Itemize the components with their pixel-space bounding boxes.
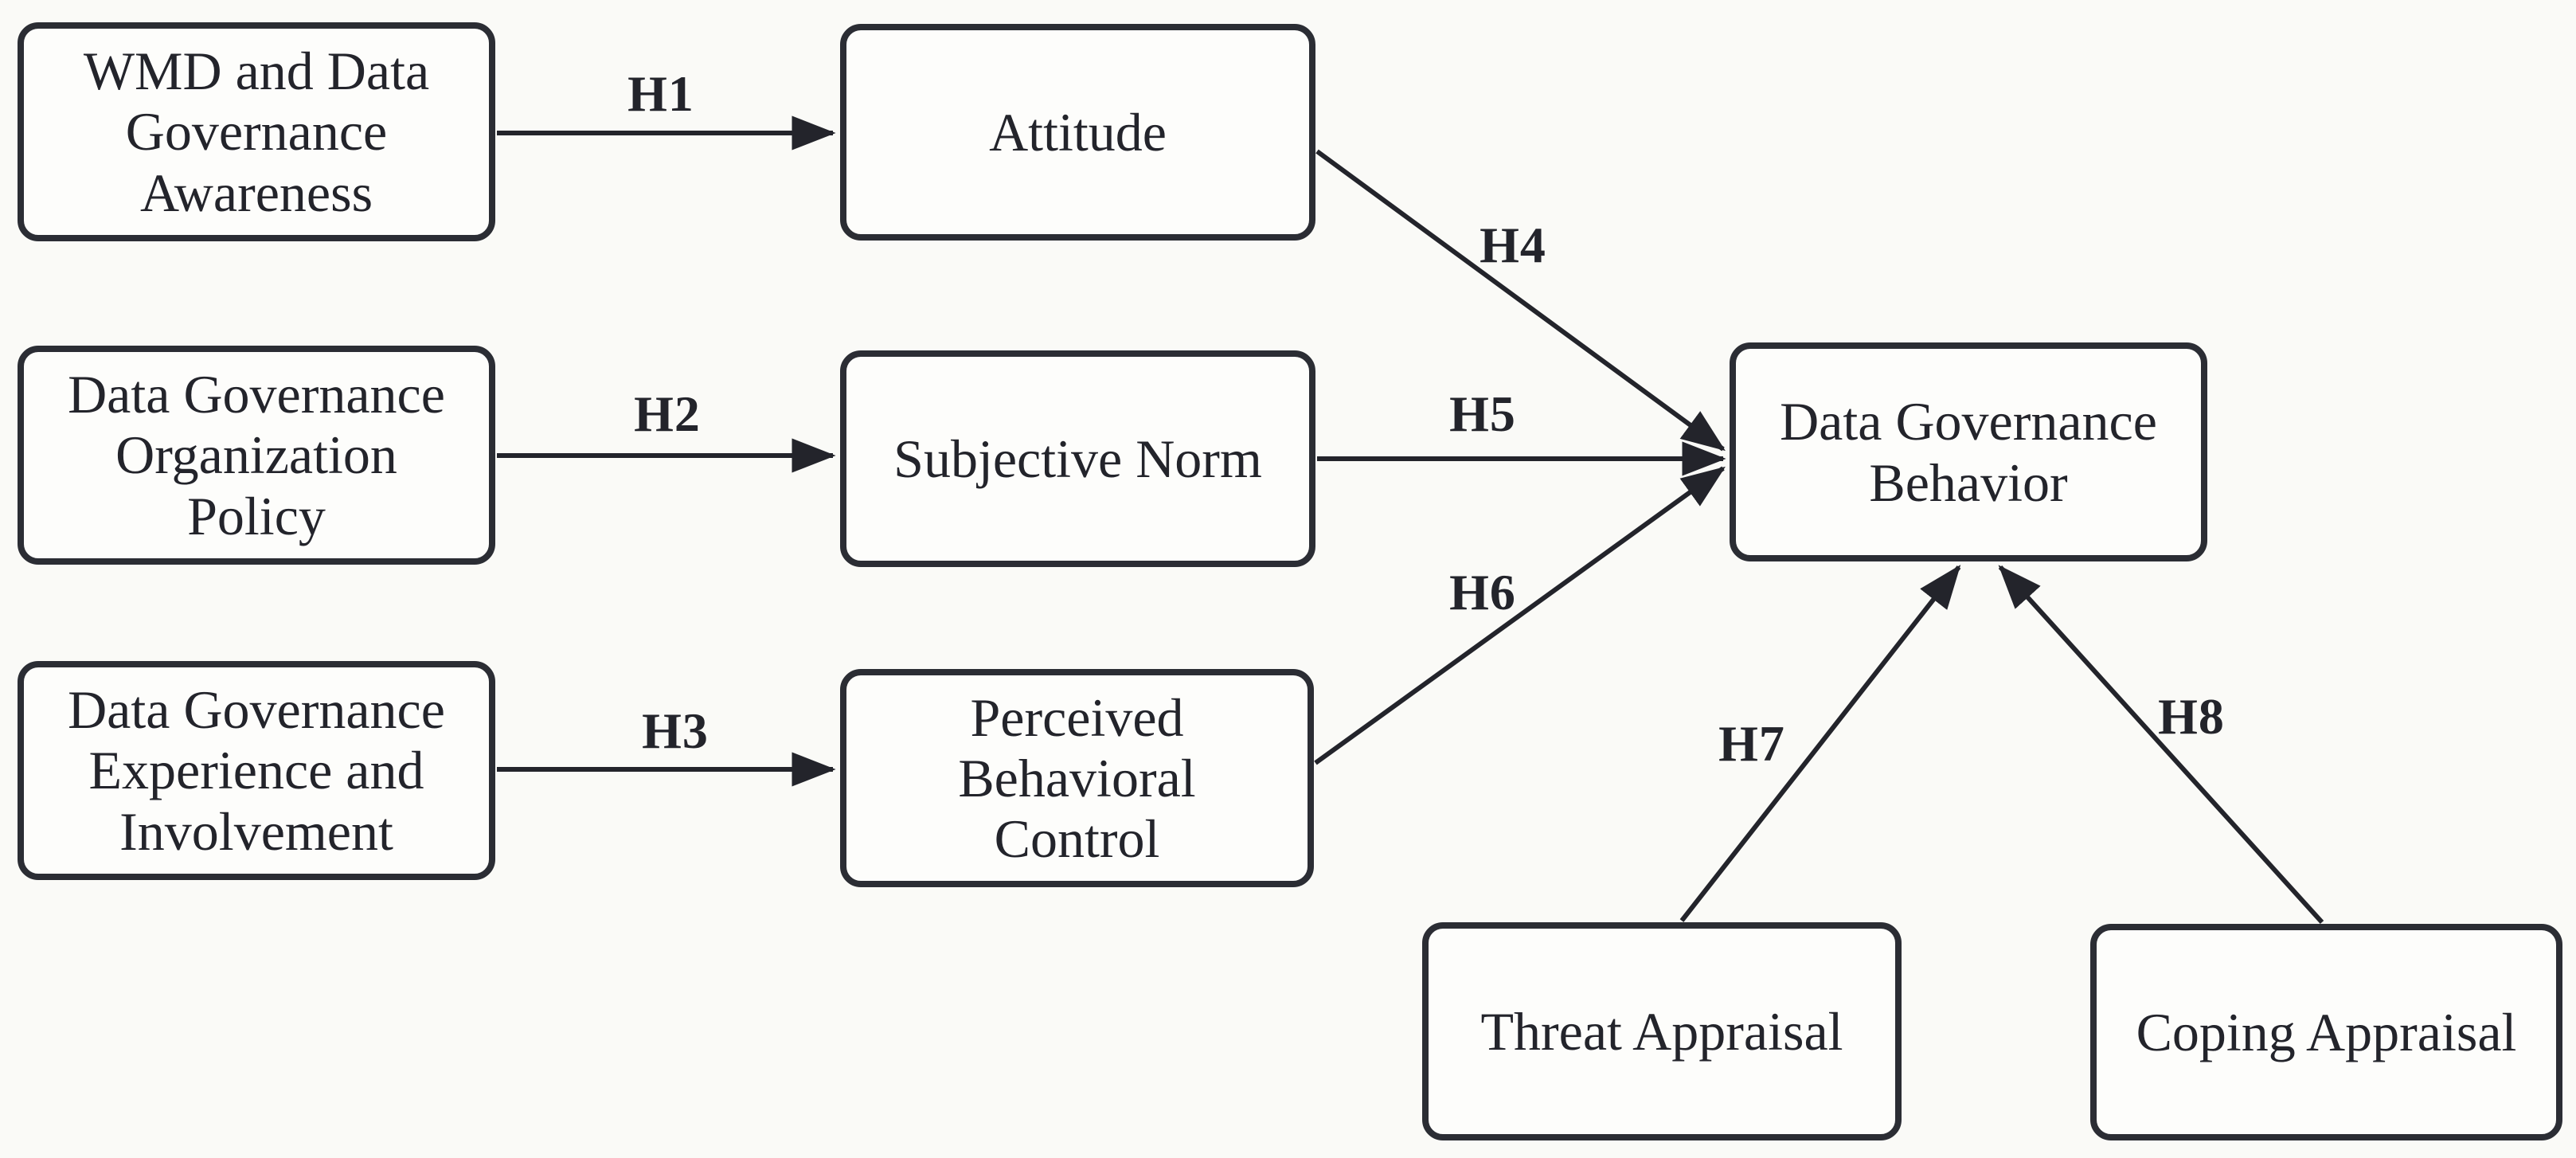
hypothesis-label-h2: H2 — [634, 385, 701, 442]
hypothesis-label-h6: H6 — [1449, 564, 1516, 620]
hypothesis-label-h5: H5 — [1449, 385, 1516, 442]
arrow-h6-line — [1314, 466, 1726, 765]
box-organization-policy-label: Data Governance Organization Policy — [68, 364, 445, 546]
hypothesis-label-h7: H7 — [1718, 715, 1785, 772]
arrow-h7-line — [1679, 565, 1961, 922]
box-subjective-norm-label: Subjective Norm — [893, 428, 1262, 489]
arrow-h4-line — [1315, 149, 1726, 452]
box-coping-appraisal-label: Coping Appraisal — [2136, 1001, 2517, 1062]
hypothesis-label-h1: H1 — [627, 65, 694, 122]
box-attitude-label: Attitude — [989, 101, 1167, 162]
box-experience-involvement-label: Data Governance Experience and Involveme… — [68, 679, 445, 862]
box-coping-appraisal: Coping Appraisal — [2090, 924, 2562, 1140]
box-organization-policy: Data Governance Organization Policy — [18, 346, 495, 565]
box-wmd-awareness-label: WMD and Data Governance Awareness — [83, 41, 430, 223]
hypothesis-label-h8: H8 — [2158, 688, 2225, 745]
box-data-governance-behavior: Data Governance Behavior — [1730, 342, 2207, 561]
hypothesis-label-h3: H3 — [642, 702, 709, 759]
box-subjective-norm: Subjective Norm — [840, 350, 1315, 567]
box-perceived-behavioral-control-label: Perceived Behavioral Control — [958, 687, 1196, 870]
box-perceived-behavioral-control: Perceived Behavioral Control — [840, 669, 1314, 887]
box-attitude: Attitude — [840, 24, 1315, 241]
box-experience-involvement: Data Governance Experience and Involveme… — [18, 661, 495, 880]
box-wmd-awareness: WMD and Data Governance Awareness — [18, 22, 495, 241]
hypothesis-label-h4: H4 — [1480, 217, 1546, 273]
arrow-h8-line — [1998, 565, 2324, 925]
box-threat-appraisal-label: Threat Appraisal — [1480, 1000, 1843, 1062]
box-data-governance-behavior-label: Data Governance Behavior — [1780, 391, 2157, 513]
box-threat-appraisal: Threat Appraisal — [1422, 922, 1902, 1140]
